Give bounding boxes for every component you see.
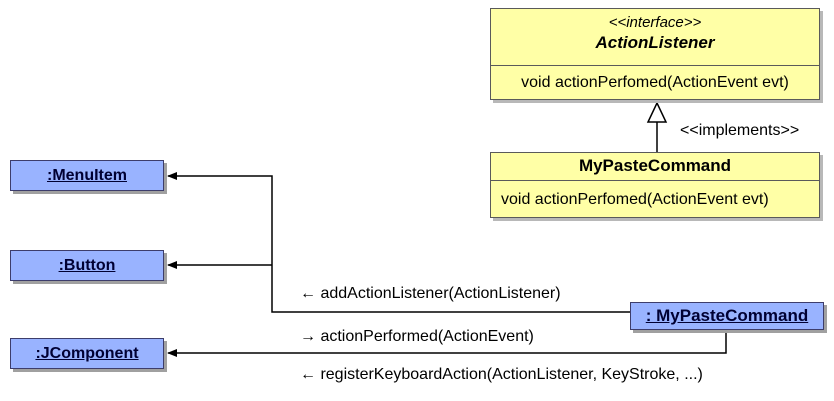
actionlistener-interface-box: <<interface>> ActionListener void action… [490, 8, 820, 100]
interface-header: <<interface>> ActionListener [491, 9, 819, 66]
menuitem-object: :MenuItem [10, 160, 164, 191]
action-performed-message: → actionPerformed(ActionEvent) [300, 328, 534, 345]
button-object: :Button [10, 250, 164, 281]
interface-operation: void actionPerfomed(ActionEvent evt) [521, 74, 789, 91]
add-listener-connector [167, 172, 630, 313]
mypastecommand-class-box: MyPasteCommand void actionPerfomed(Actio… [490, 152, 820, 218]
class-name: MyPasteCommand [491, 153, 819, 181]
register-connector [167, 330, 727, 357]
register-keyboard-message: ← registerKeyboardAction(ActionListener,… [300, 366, 703, 383]
interface-stereotype: <<interface>> [608, 14, 702, 31]
implements-label: <<implements>> [680, 122, 800, 139]
mypastecommand-object: : MyPasteCommand [630, 302, 824, 330]
implements-arrowhead [646, 101, 668, 123]
add-listener-message: ← addActionListener(ActionListener) [300, 285, 561, 302]
class-operation: void actionPerfomed(ActionEvent evt) [501, 191, 769, 208]
jcomponent-object: :JComponent [10, 338, 164, 369]
interface-name: ActionListener [595, 33, 715, 52]
